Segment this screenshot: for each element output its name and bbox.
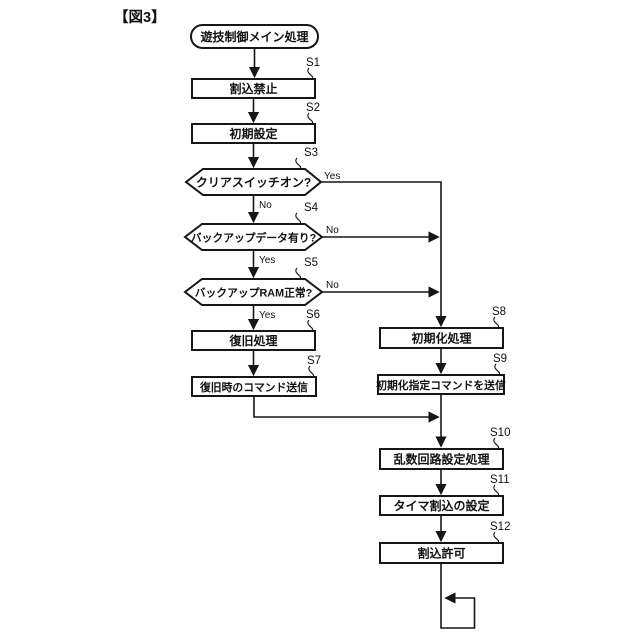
start-node [190, 24, 319, 49]
process-s12-label: 割込許可 [417, 546, 465, 561]
leader-s9 [494, 363, 501, 376]
leader-s6 [307, 319, 314, 332]
loop-back-line [440, 563, 476, 629]
process-s12-box [379, 542, 504, 564]
process-s9-label: 初期化指定コマンドを送信 [376, 378, 506, 392]
process-s11-box [379, 495, 504, 516]
process-s7-box [191, 376, 317, 397]
process-s8-box [379, 327, 504, 349]
process-s10-box [379, 448, 504, 470]
branch-label-s4-no: No [326, 225, 339, 236]
process-s2-label: 初期設定 [229, 126, 277, 141]
step-label-s3: S3 [304, 147, 318, 159]
branch-label-s3-no: No [259, 200, 272, 211]
process-s2-box [191, 123, 316, 144]
process-s6-label: 復旧処理 [228, 333, 277, 348]
leader-s12 [493, 531, 500, 544]
step-label-s6: S6 [306, 309, 320, 321]
step-label-s8: S8 [492, 306, 506, 318]
decision-s3-label: クリアスイッチオン? [196, 176, 311, 190]
decision-s4-label: バックアップデータ有り? [191, 231, 316, 245]
step-label-s9: S9 [493, 353, 507, 365]
leader-s4 [295, 212, 302, 225]
step-label-s12: S12 [490, 521, 510, 533]
step-label-s7: S7 [307, 355, 321, 367]
line-s7-to-trunk [253, 396, 440, 423]
step-label-s5: S5 [304, 257, 318, 269]
figure-title: 【図3】 [114, 9, 166, 26]
leader-s8 [493, 316, 500, 329]
step-label-s11: S11 [490, 474, 510, 486]
start-node-label: 遊技制御メイン処理 [200, 29, 308, 44]
branch-label-s5-no: No [326, 280, 339, 291]
decision-s3-hexagon [184, 168, 323, 196]
step-label-s4: S4 [304, 202, 319, 214]
leader-s1 [307, 67, 314, 80]
leader-s2 [307, 112, 314, 125]
decision-s4-hexagon [183, 223, 324, 251]
decision-s5-label: バックアップRAM正常? [195, 286, 313, 300]
process-s9-box [377, 374, 505, 395]
step-label-s10: S10 [490, 427, 510, 439]
leader-s5 [295, 267, 302, 280]
leader-s10 [493, 437, 500, 450]
line-s3-yes-to-s8 [321, 181, 447, 328]
process-s6-box [191, 330, 316, 351]
branch-label-s3-yes: Yes [324, 171, 340, 182]
step-label-s2: S2 [306, 102, 320, 114]
branch-label-s4-yes: Yes [259, 255, 275, 266]
process-s7-label: 復旧時のコマンド送信 [199, 380, 308, 394]
decision-s5-hexagon [183, 278, 324, 306]
process-s1-box [191, 78, 316, 99]
process-s1-label: 割込禁止 [229, 81, 277, 96]
leader-s7 [308, 365, 315, 378]
leader-s3 [295, 157, 302, 170]
branch-label-s5-yes: Yes [259, 310, 275, 321]
step-label-s1: S1 [306, 57, 320, 69]
process-s10-label: 乱数回路設定処理 [393, 452, 489, 467]
process-s8-label: 初期化処理 [411, 331, 471, 346]
leader-s11 [493, 484, 500, 497]
process-s11-label: タイマ割込の設定 [393, 498, 489, 513]
